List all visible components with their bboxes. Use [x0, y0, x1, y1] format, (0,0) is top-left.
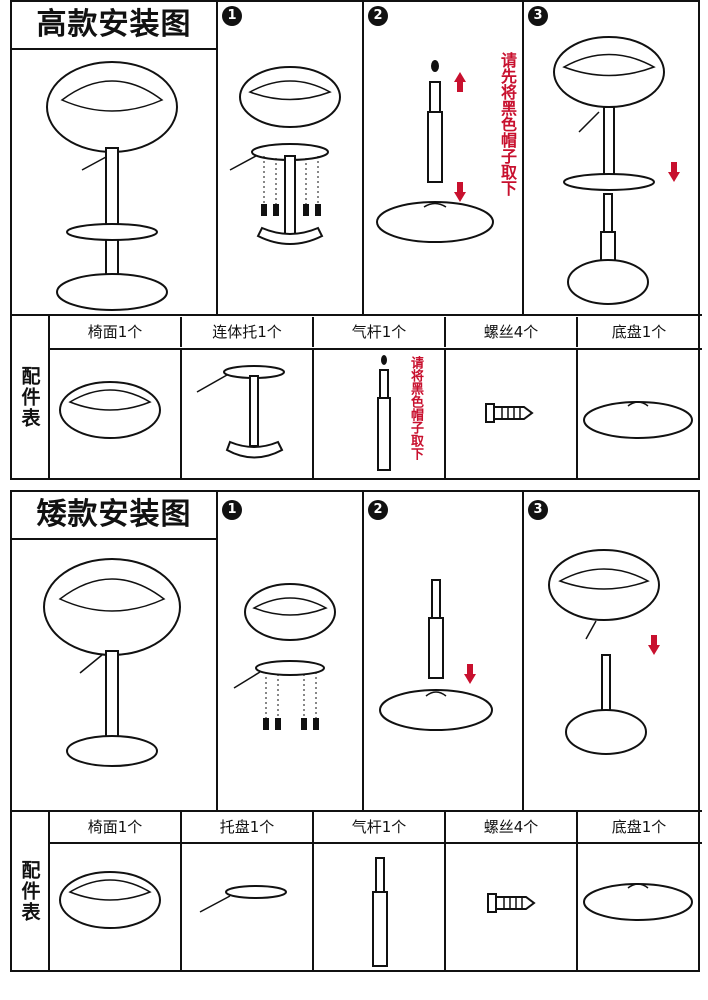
- tray-part-drawing: [199, 885, 287, 913]
- seat-part-drawing: [59, 381, 161, 439]
- step-number-icon: 3: [528, 6, 548, 26]
- seat-part-drawing: [59, 871, 161, 929]
- gas-lift-part-drawing: [372, 857, 388, 967]
- step1-illustration: [233, 583, 336, 730]
- part-screws-cell: [446, 350, 578, 478]
- step-number-icon: 1: [222, 6, 242, 26]
- part-header-gas-lift: 气杆1个: [314, 812, 446, 842]
- tall-stool-illustration: [46, 61, 178, 311]
- part-header-screws: 螺丝4个: [446, 317, 578, 347]
- high-assembly-panel: 高款安装图 1 2 3: [10, 0, 702, 480]
- parts-table-side-label: 配件表: [12, 316, 50, 478]
- gas-lift-cap-note: 请将黑色帽子取下: [408, 356, 423, 460]
- part-base-cell: [578, 350, 700, 478]
- red-down-arrow-icon: [464, 664, 476, 684]
- short-stool-illustration: [43, 558, 181, 767]
- part-header-base: 底盘1个: [611, 818, 667, 836]
- base-part-drawing: [583, 401, 693, 439]
- part-bracket-cell: [182, 350, 314, 478]
- part-gas-lift-cell: 请将黑色帽子取下: [314, 350, 446, 478]
- part-tray-cell: [182, 844, 314, 970]
- part-seat-cell: [50, 350, 182, 478]
- parts-table-side-label: 配件表: [12, 812, 50, 970]
- red-down-arrow-icon: [454, 182, 466, 202]
- divider: [522, 492, 524, 810]
- divider: [12, 810, 702, 812]
- divider: [362, 2, 364, 314]
- divider: [48, 348, 702, 350]
- step-number-icon: 1: [222, 500, 242, 520]
- part-header-seat: 椅面1个: [50, 812, 182, 842]
- part-header-base: 底盘1个: [611, 323, 667, 341]
- part-header-tray: 托盘1个: [182, 812, 314, 842]
- step2-illustration: [379, 579, 493, 731]
- step-number-icon: 2: [368, 500, 388, 520]
- part-base-cell: [578, 844, 700, 970]
- base-part-drawing: [583, 883, 693, 921]
- low-assembly-panel: 矮款安装图 1 2 3: [10, 490, 702, 972]
- part-screws-cell: [446, 844, 578, 970]
- step-number-icon: 3: [528, 500, 548, 520]
- red-down-arrow-icon: [668, 162, 680, 182]
- part-header-screws: 螺丝4个: [446, 812, 578, 842]
- high-panel-title: 高款安装图: [12, 2, 218, 50]
- screw-part-drawing: [485, 403, 534, 423]
- part-gas-lift-cell: [314, 844, 446, 970]
- divider: [362, 492, 364, 810]
- divider: [12, 314, 702, 316]
- step1-illustration: [229, 66, 341, 245]
- step3-illustration: [548, 549, 660, 755]
- part-header-gas-lift: 气杆1个: [314, 317, 446, 347]
- remove-cap-note: 请先将黑色帽子取下: [498, 52, 517, 196]
- divider: [216, 2, 218, 314]
- divider: [522, 2, 524, 314]
- red-up-arrow-icon: [454, 72, 466, 92]
- step3-illustration: [553, 36, 680, 305]
- low-panel-title: 矮款安装图: [12, 492, 218, 540]
- gas-lift-part-drawing: [377, 355, 391, 471]
- part-header-seat: 椅面1个: [50, 317, 182, 347]
- step-number-icon: 2: [368, 6, 388, 26]
- divider: [48, 842, 702, 844]
- red-down-arrow-icon: [648, 635, 660, 655]
- bracket-part-drawing: [196, 365, 285, 459]
- part-header-bracket: 连体托1个: [182, 317, 314, 347]
- divider: [216, 492, 218, 810]
- step2-illustration: [376, 60, 494, 243]
- part-seat-cell: [50, 844, 182, 970]
- screw-part-drawing: [487, 893, 536, 913]
